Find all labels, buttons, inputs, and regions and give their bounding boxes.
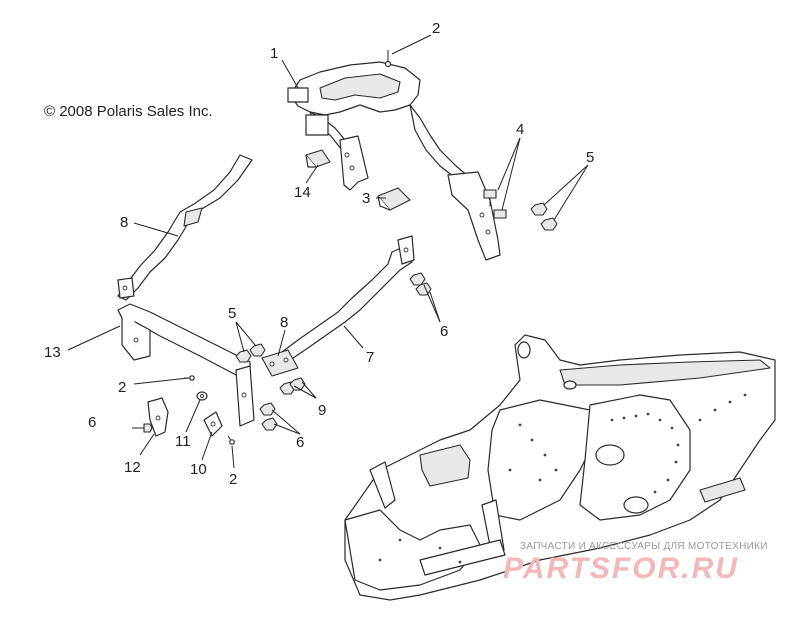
part-13-cross-member bbox=[117, 303, 255, 427]
callout-2: 2 bbox=[432, 20, 440, 37]
part-9-fasteners bbox=[279, 377, 306, 395]
chassis-assembly bbox=[344, 334, 776, 601]
callout-6: 6 bbox=[296, 434, 304, 451]
callout-2: 2 bbox=[118, 379, 126, 396]
part-10-plate bbox=[203, 411, 223, 437]
part-5-nuts-left bbox=[235, 343, 266, 363]
callout-14: 14 bbox=[294, 184, 311, 201]
part-2-rivet-top bbox=[384, 50, 392, 68]
callout-12: 12 bbox=[124, 459, 141, 476]
part-14-clip bbox=[305, 149, 331, 168]
callout-3: 3 bbox=[362, 190, 370, 207]
callout-labels: 1 2 2 2 3 4 5 5 6 6 6 7 8 8 9 10 11 12 1… bbox=[44, 20, 594, 488]
part-7-right-brace bbox=[281, 235, 415, 361]
part-6-bolts-upper bbox=[409, 272, 432, 296]
part-3-pad bbox=[377, 187, 411, 211]
callout-5: 5 bbox=[586, 149, 594, 166]
callout-4: 4 bbox=[516, 121, 524, 138]
part-8-left-brace bbox=[117, 154, 253, 301]
callout-8: 8 bbox=[280, 314, 288, 331]
part-5-nuts-right bbox=[530, 202, 558, 231]
leader-lines bbox=[67, 34, 589, 469]
part-2-rivets-low bbox=[184, 375, 235, 445]
part-12-bracket bbox=[147, 397, 169, 437]
callout-6: 6 bbox=[88, 414, 96, 431]
callout-8: 8 bbox=[120, 214, 128, 231]
callout-1: 1 bbox=[270, 45, 278, 62]
callout-5: 5 bbox=[228, 305, 236, 322]
callout-6: 6 bbox=[440, 323, 448, 340]
callout-11: 11 bbox=[175, 433, 191, 450]
part-6-bolt-left bbox=[132, 423, 153, 433]
chassis-rivet-holes bbox=[378, 393, 747, 564]
callout-9: 9 bbox=[318, 402, 326, 419]
watermark-tagline: ЗАПЧАСТИ И АКСЕССУАРЫ ДЛЯ МОТОТЕХНИКИ bbox=[520, 541, 768, 552]
callout-10: 10 bbox=[190, 461, 207, 478]
part-11-washer bbox=[196, 391, 208, 401]
copyright-notice: © 2008 Polaris Sales Inc. bbox=[44, 103, 213, 120]
callout-7: 7 bbox=[366, 349, 374, 366]
watermark-logo: PARTSFOR.RU bbox=[503, 552, 739, 585]
callout-13: 13 bbox=[44, 344, 61, 361]
callout-2: 2 bbox=[229, 471, 237, 488]
part-6-bolts-mid bbox=[259, 402, 278, 431]
